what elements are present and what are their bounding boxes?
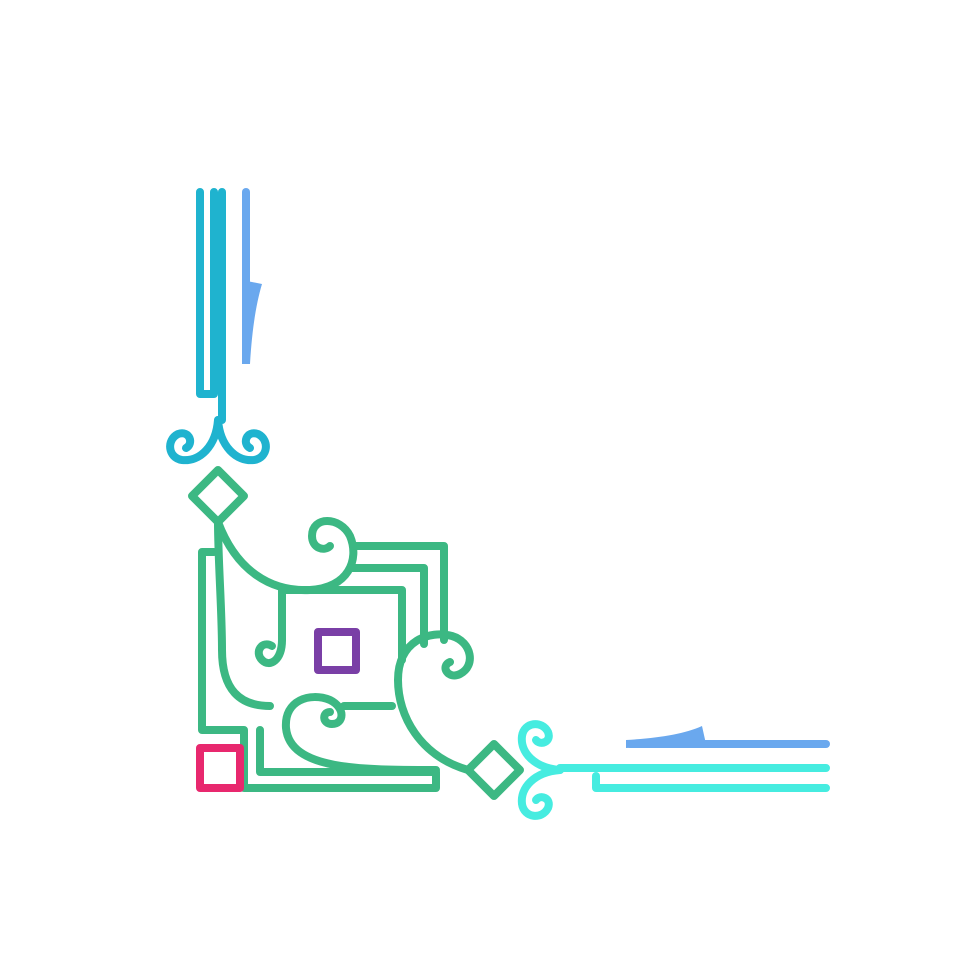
vertical-arm-left-scroll xyxy=(166,416,222,465)
sweep-curve-left xyxy=(214,518,274,710)
inner-scroll-left xyxy=(254,636,286,667)
stepped-frame-inner xyxy=(278,586,406,664)
lower-scroll xyxy=(281,693,440,774)
horizontal-arm xyxy=(517,720,830,820)
vertical-arm xyxy=(166,188,270,465)
horizontal-arm-accent-blade xyxy=(626,726,706,748)
sweep-curve-top xyxy=(214,517,358,595)
horizontal-arm-rails xyxy=(556,764,830,792)
horizontal-arm-top-scroll xyxy=(517,720,564,774)
horizontal-arm-bottom-scroll xyxy=(517,766,564,820)
corner-square xyxy=(196,744,244,792)
vertical-arm-outer-rails xyxy=(196,188,226,424)
vertical-arm-accent-blade xyxy=(242,280,262,364)
inner-square xyxy=(314,628,360,674)
vertical-arm-accent xyxy=(242,188,262,364)
stepped-frame-outer xyxy=(352,542,448,644)
horizontal-arm-accent xyxy=(626,726,830,748)
right-diamond xyxy=(464,740,524,800)
corner-scrollwork xyxy=(188,466,524,800)
sweep-curve-right xyxy=(394,630,474,774)
outer-frame xyxy=(198,548,440,792)
inner-square-shape xyxy=(314,628,360,674)
vertical-arm-right-scroll xyxy=(214,416,270,465)
corner-square-shape xyxy=(196,744,244,792)
stepped-frame-mid xyxy=(348,564,428,648)
top-diamond xyxy=(188,466,248,526)
